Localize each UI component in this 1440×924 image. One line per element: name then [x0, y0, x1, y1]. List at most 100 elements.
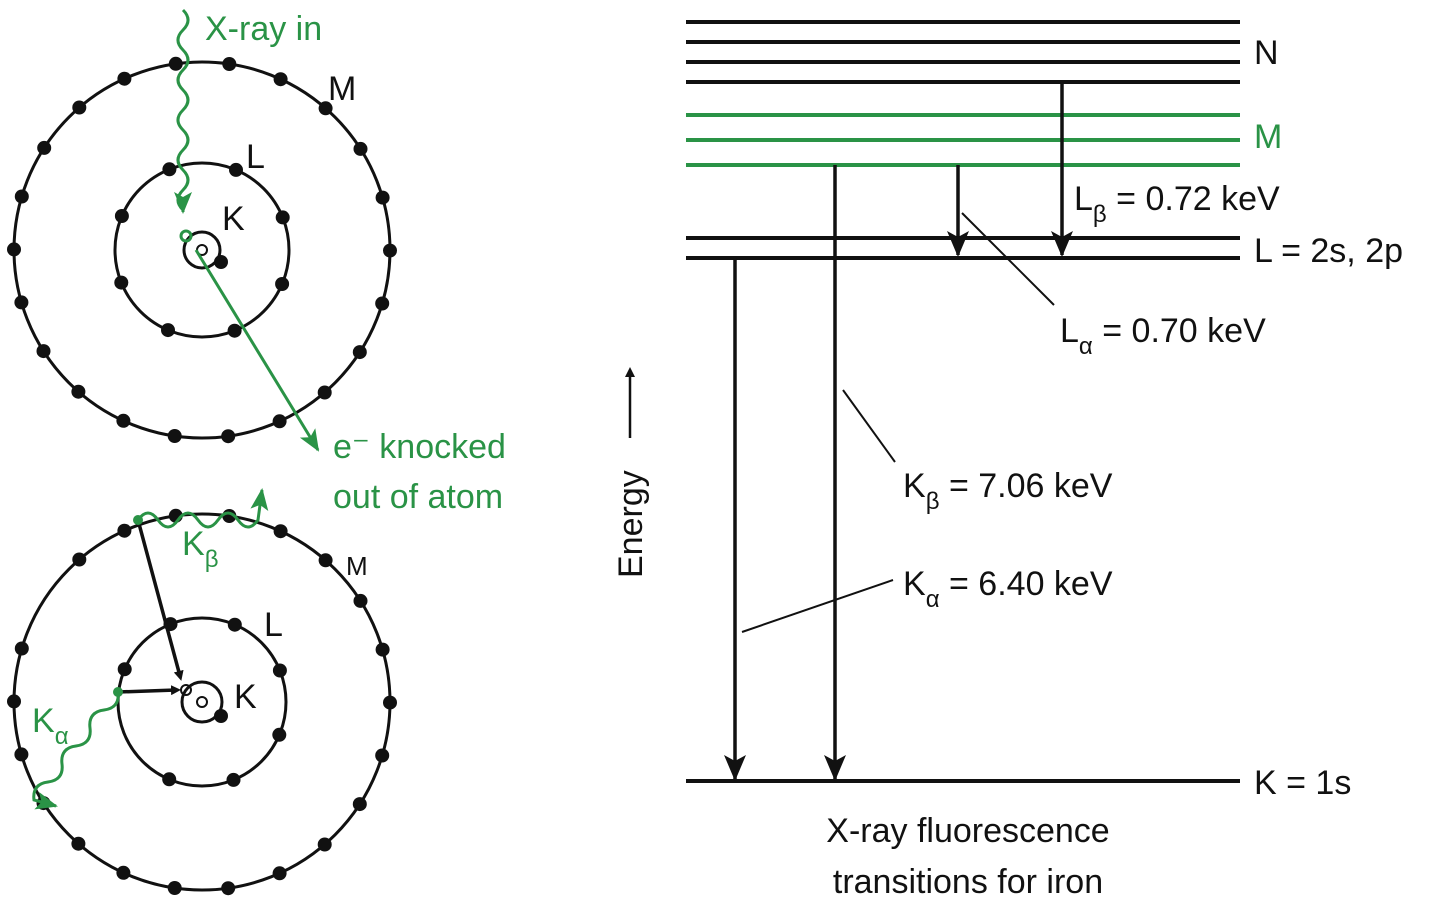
top-shell-k: [182, 230, 222, 270]
electron-dot: [272, 866, 287, 881]
bottom-shell-l: [116, 616, 288, 788]
electron-dot: [352, 797, 367, 812]
top-shell-m: [12, 60, 392, 440]
level-l-label: L = 2s, 2p: [1254, 232, 1403, 270]
top-k-electron: [214, 255, 228, 269]
vacancy-bottom: [180, 684, 192, 696]
energy-level-diagram: N M L = 2s, 2p K = 1s Lβ = 0.72 keV Lα =…: [612, 20, 1403, 901]
electron-dot: [275, 210, 290, 225]
lbeta-label: Lβ = 0.72 keV: [1074, 180, 1280, 228]
electron-dot: [117, 523, 132, 538]
electron-dot: [7, 694, 21, 709]
lalpha-leader: [961, 212, 1055, 306]
electron-dot: [14, 295, 29, 310]
ejected-electron-arrow: [194, 249, 320, 452]
ejected-label-line1: e⁻ knocked: [333, 428, 506, 466]
top-shell-l: [113, 161, 291, 339]
electron-dot: [71, 384, 86, 399]
bottom-shell-m-label: M: [346, 551, 368, 581]
electron-dot: [116, 413, 131, 428]
electron-dot: [161, 323, 175, 338]
electron-dot: [353, 593, 368, 608]
electron-dot: [221, 429, 236, 444]
electron-dot: [227, 617, 242, 632]
electron-dot: [227, 323, 242, 338]
energy-axis: Energy: [612, 367, 650, 578]
top-m-electrons: [7, 56, 397, 444]
level-m-label: M: [1254, 118, 1282, 156]
electron-dot: [318, 101, 333, 116]
electron-dot: [383, 695, 397, 710]
electron-dot: [317, 385, 332, 400]
electron-dot: [375, 748, 390, 763]
electron-dot: [36, 344, 51, 359]
bottom-kalpha-label: Kα: [32, 702, 69, 750]
kalpha-wave: [32, 691, 120, 810]
electron-dot: [353, 141, 368, 156]
lalpha-label: Lα = 0.70 keV: [1060, 312, 1266, 360]
electron-dot: [375, 190, 390, 205]
caption-line2: transitions for iron: [833, 863, 1103, 901]
ejected-label-line2: out of atom: [333, 478, 503, 516]
electron-dot: [71, 836, 86, 851]
top-shell-m-label: M: [328, 70, 356, 108]
electron-dot: [14, 747, 29, 762]
electron-dot: [162, 772, 177, 787]
electron-dot: [117, 662, 132, 677]
bottom-kbeta-label: Kβ: [182, 525, 219, 573]
kalpha-label: Kα = 6.40 keV: [903, 565, 1113, 613]
bottom-shell-k-label: K: [234, 678, 257, 716]
electron-dot: [273, 524, 288, 539]
bottom-m-electrons: [7, 508, 397, 896]
electron-dot: [229, 162, 243, 177]
electron-dot: [37, 140, 52, 155]
l-to-k-transition: [117, 685, 181, 696]
electron-dot: [352, 345, 367, 360]
bottom-nucleus-hole: [196, 696, 208, 708]
electron-dot: [162, 162, 177, 177]
kbeta-label: Kβ = 7.06 keV: [903, 467, 1113, 515]
bottom-k-electron: [214, 709, 228, 723]
top-shell-k-label: K: [222, 200, 245, 238]
electron-dot: [167, 881, 182, 895]
bottom-l-electrons: [117, 617, 287, 787]
electron-dot: [318, 553, 333, 568]
caption-line1: X-ray fluorescence: [826, 812, 1109, 850]
electron-dot: [72, 100, 87, 115]
level-n-label: N: [1254, 34, 1279, 72]
electron-dot: [222, 57, 237, 71]
electron-dot: [272, 727, 287, 742]
electron-dot: [375, 296, 390, 311]
electron-dot: [226, 772, 241, 787]
kbeta-leader: [842, 389, 896, 463]
electron-dot: [272, 663, 287, 678]
xray-in-wave: [174, 8, 192, 214]
top-l-electrons: [114, 162, 290, 338]
electron-dot: [168, 56, 183, 71]
m-to-k-transition: [136, 519, 184, 681]
electron-dot: [72, 552, 87, 567]
electron-dot: [221, 881, 236, 896]
electron-dot: [14, 641, 29, 656]
electron-dot: [117, 71, 132, 86]
kbeta-wave: [136, 488, 269, 529]
electron-dot: [7, 242, 21, 257]
electron-dot: [272, 414, 287, 429]
xray-in-label: X-ray in: [205, 10, 322, 48]
electron-dot: [383, 243, 397, 258]
electron-dot: [114, 275, 129, 290]
vacancy-top: [179, 229, 193, 243]
top-atom: X-ray in M L K e⁻ knocked out of atom: [7, 8, 506, 516]
top-shell-l-label: L: [246, 138, 265, 176]
kalpha-leader: [741, 579, 894, 633]
electron-dot: [375, 642, 390, 657]
electron-dot: [14, 189, 29, 204]
bottom-atom: Kβ Kα M L K: [7, 488, 397, 896]
bottom-shell-m: [12, 512, 392, 892]
electron-dot: [275, 277, 290, 291]
energy-axis-label: Energy: [612, 470, 650, 578]
electron-dot: [116, 865, 131, 880]
bottom-shell-k: [180, 680, 224, 724]
bottom-shell-l-label: L: [264, 606, 283, 644]
